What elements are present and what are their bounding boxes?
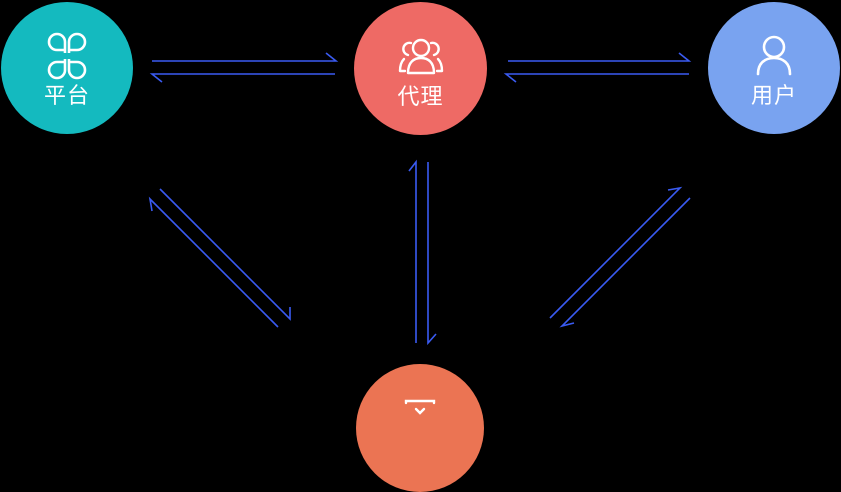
person-icon <box>756 35 792 76</box>
arrow-bottom-to-user <box>549 186 683 319</box>
node-agent: 代理 <box>354 2 487 135</box>
arrow-platform-to-bottom <box>159 188 291 321</box>
arrow-user-to-agent <box>503 73 689 83</box>
arrows-layer <box>148 52 692 346</box>
grid-icon <box>47 32 87 80</box>
arrow-user-to-bottom <box>559 197 691 328</box>
node-platform-label: 平台 <box>43 84 90 109</box>
node-agent-label: 代理 <box>397 84 444 110</box>
node-user: 用户 <box>708 2 840 134</box>
node-user-label: 用户 <box>750 84 797 109</box>
arrow-agent-to-platform <box>149 73 335 83</box>
arrow-agent-to-bottom <box>427 162 437 346</box>
arrow-agent-to-user <box>508 52 692 62</box>
node-platform: 平台 <box>1 2 133 134</box>
arrow-platform-to-agent <box>152 52 339 62</box>
arrow-bottom-to-platform <box>148 196 279 328</box>
arrow-bottom-to-agent <box>408 159 417 343</box>
monitor-icon <box>404 399 436 415</box>
node-bottom <box>356 364 484 492</box>
group-icon <box>398 38 443 74</box>
